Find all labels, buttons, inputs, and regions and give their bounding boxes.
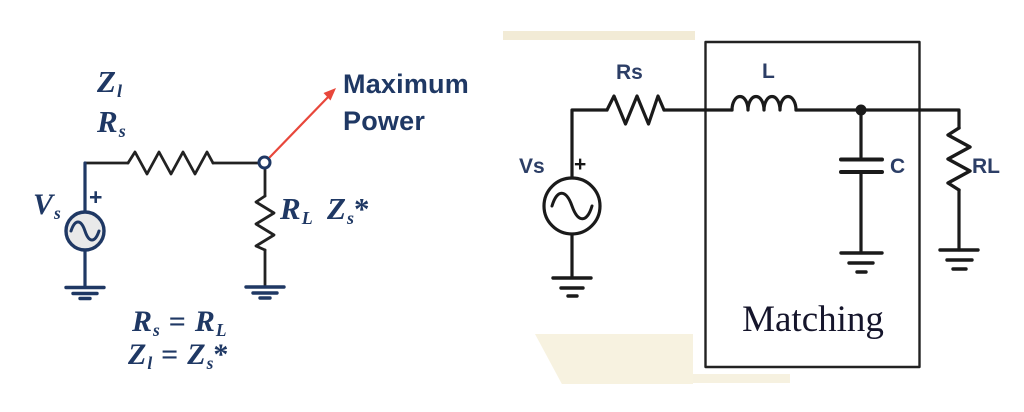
label-load-resistor-rl-right: RL: [972, 155, 1000, 178]
resistor-symbol-rs: [605, 94, 666, 126]
eq2-rhs-base: Z: [187, 338, 206, 371]
ground-symbol-source: [64, 285, 106, 301]
plus-sign-left: +: [89, 184, 103, 210]
node-dot: [257, 155, 272, 170]
label-load-resistor-rl-sub: L: [301, 208, 313, 229]
ground-symbol-source: [551, 276, 593, 298]
label-impedance-zl: Zl: [97, 66, 122, 100]
eq2-suffix: *: [213, 338, 229, 371]
label-capacitor-c: C: [890, 155, 906, 178]
eq2-operator: =: [161, 338, 179, 371]
label-source-vs-sub: s: [54, 202, 61, 223]
label-load-resistor-rl-base: R: [280, 191, 301, 226]
sine-wave-icon: [69, 220, 101, 242]
equation-rs-equals-rl: Rs=RL: [132, 307, 227, 339]
beige-strip-top: [503, 31, 695, 40]
red-arrow: [268, 93, 332, 159]
capacitor-symbol: [839, 157, 884, 174]
beige-trapezoid: [535, 334, 693, 384]
eq2-lhs-base: Z: [128, 338, 147, 371]
beige-strip-bottom: [693, 374, 790, 383]
label-source-vs: Vs: [33, 190, 61, 222]
right-circuit: [542, 40, 980, 369]
resistor-symbol-rl: [254, 194, 276, 252]
label-inductor-l: L: [762, 60, 775, 83]
ground-symbol-load: [244, 285, 286, 300]
eq1-rhs-sub: L: [215, 319, 227, 340]
ground-symbol-load: [938, 248, 980, 271]
wire: [84, 161, 267, 287]
label-source-resistor-rs-base: R: [97, 104, 118, 139]
eq2-lhs-sub: l: [147, 352, 153, 373]
matching-box-label: Matching: [742, 299, 884, 340]
label-conjugate-zs-star: *: [353, 191, 370, 226]
inductor-symbol: [730, 94, 798, 112]
wire: [570, 108, 961, 279]
label-source-vs-right: Vs: [519, 155, 545, 178]
label-source-resistor-rs-sub: s: [118, 121, 126, 142]
eq1-lhs-base: R: [132, 305, 153, 338]
eq2-rhs-sub: s: [206, 352, 214, 373]
label-series-resistor-rs-right: Rs: [616, 61, 643, 84]
left-circuit: [64, 88, 336, 301]
label-conjugate-zs-sub: s: [346, 208, 354, 229]
label-impedance-zl-base: Z: [97, 64, 116, 99]
annotation-maximum-power: Maximum Power: [343, 69, 469, 136]
equation-zl-equals-zs-conjugate: Zl=Zs*: [128, 340, 228, 372]
label-conjugate-zs-base: Z: [327, 191, 346, 226]
label-conjugate-zs: Zs*: [327, 193, 369, 227]
junction-dot: [855, 104, 867, 116]
label-load-resistor-rl: RL: [280, 193, 313, 227]
resistor-symbol-rl: [946, 126, 972, 192]
matching-box: [704, 40, 921, 369]
resistor-symbol-rs: [126, 150, 215, 176]
sine-wave-icon: [550, 191, 594, 221]
label-source-resistor-rs: Rs: [97, 106, 126, 140]
label-impedance-zl-sub: l: [116, 81, 122, 102]
eq1-rhs-base: R: [194, 305, 215, 338]
eq1-lhs-sub: s: [153, 319, 160, 340]
label-source-vs-base: V: [33, 188, 54, 221]
plus-sign-right: +: [574, 153, 587, 176]
ground-symbol-capacitor: [839, 251, 884, 274]
eq1-operator: =: [168, 305, 186, 338]
red-arrow-head: [323, 88, 336, 101]
